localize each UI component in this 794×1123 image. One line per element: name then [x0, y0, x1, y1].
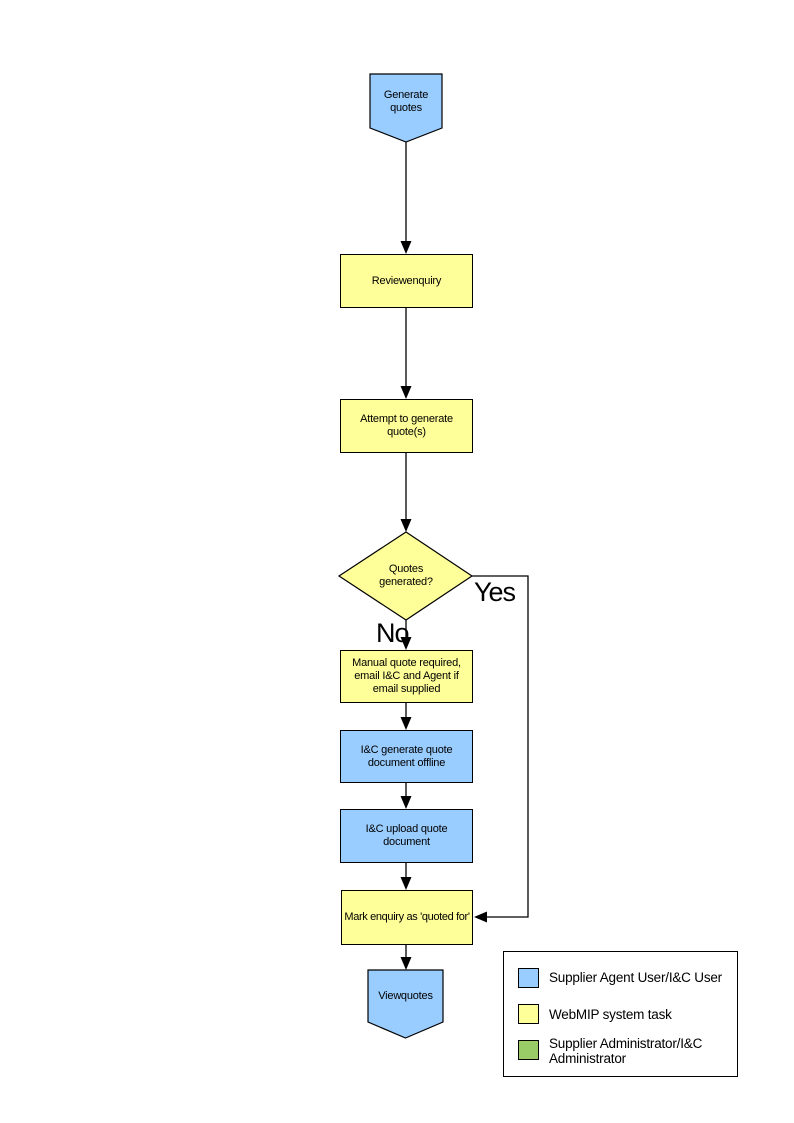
- node-decision-label: Quotes generated?: [379, 563, 433, 588]
- branch-yes-label: Yes: [474, 577, 516, 607]
- node-upload: I&C upload quote document: [340, 809, 473, 863]
- branch-no-label: No: [376, 618, 410, 648]
- start-terminator-shape: [369, 73, 443, 143]
- yes-arrowhead: [474, 911, 487, 923]
- legend-label-administrator: Supplier Administrator/I&C Administrator: [549, 1036, 703, 1066]
- legend-swatch-system-task: [518, 1004, 539, 1024]
- legend-label-agent-user: Supplier Agent User/I&C User: [549, 970, 722, 985]
- end-terminator-shape: [367, 969, 444, 1039]
- legend-label-system-task: WebMIP system task: [549, 1007, 672, 1022]
- node-attempt: Attempt to generate quote(s): [340, 399, 473, 453]
- legend-swatch-administrator: [518, 1040, 539, 1060]
- legend: Supplier Agent User/I&C User WebMIP syst…: [503, 951, 738, 1077]
- yes-branch-line: [472, 575, 529, 918]
- node-end-label: View quotes: [378, 989, 433, 1002]
- node-mark: Mark enquiry as 'quoted for': [341, 890, 473, 945]
- node-start-label: Generate quotes: [383, 89, 429, 114]
- legend-swatch-agent-user: [518, 968, 539, 988]
- node-manual: Manual quote required, email I&C and Age…: [340, 650, 473, 703]
- arrowheads: [400, 241, 487, 970]
- node-offline: I&C generate quote document offline: [340, 730, 473, 783]
- node-review: Review enquiry: [340, 254, 473, 308]
